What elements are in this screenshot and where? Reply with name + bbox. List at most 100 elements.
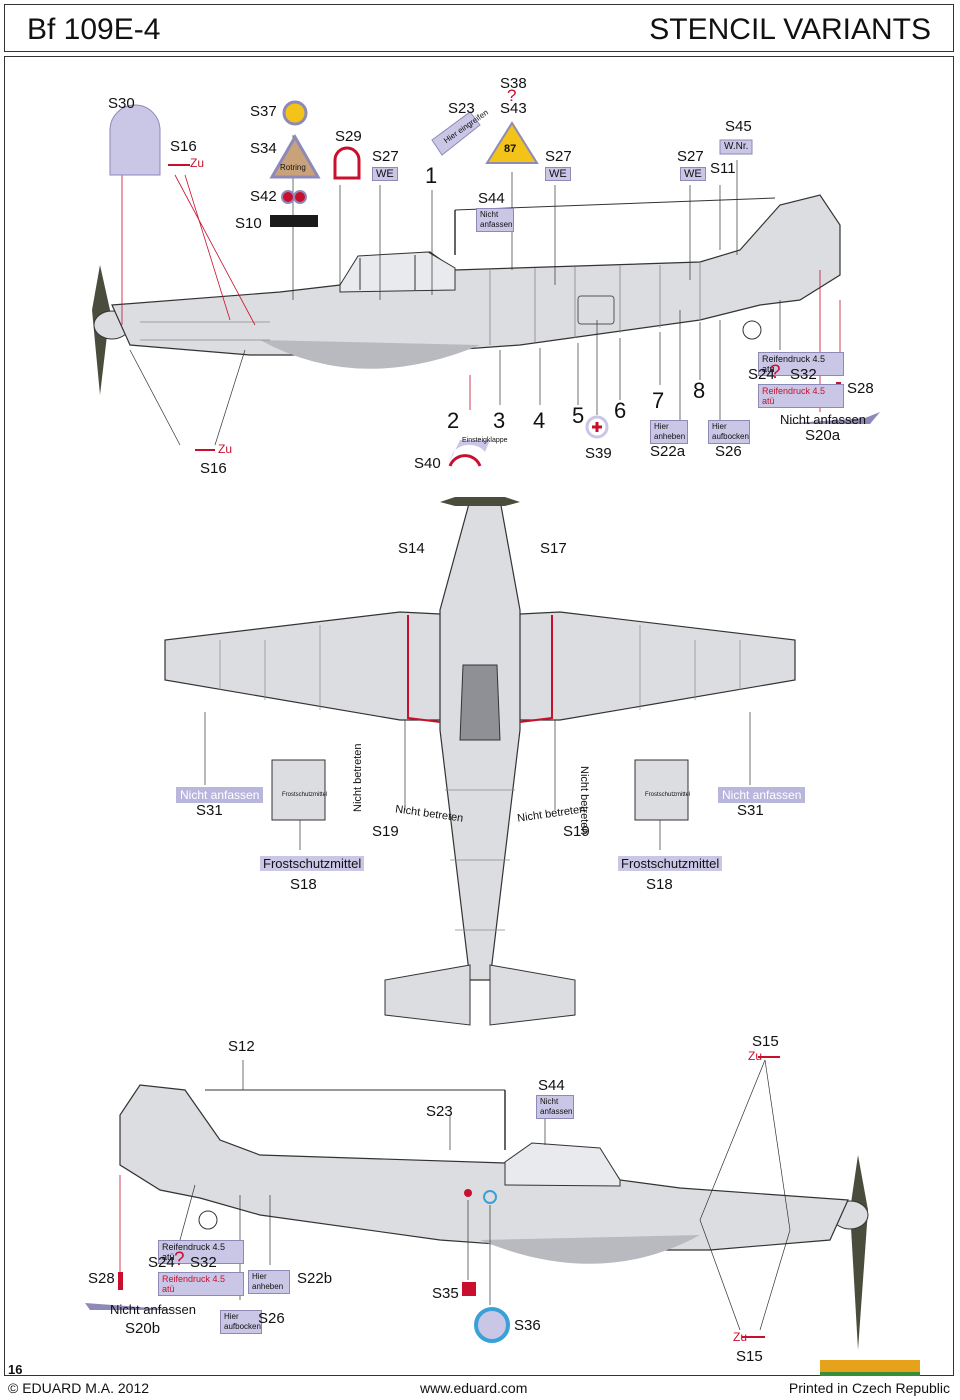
label-s20a: S20a: [805, 427, 841, 444]
label-one: 1: [425, 163, 438, 188]
label-zu-4: Zu: [733, 1330, 748, 1344]
wing-shadow-shape: [260, 340, 480, 369]
label-s24-bottom: S24: [148, 1254, 175, 1271]
label-s27-c: S27: [677, 148, 704, 165]
label-s18-left: S18: [290, 876, 317, 893]
reifendruck-chip-4: Reifendruck 4.5 atü: [158, 1272, 244, 1296]
label-s37: S37: [250, 103, 277, 120]
label-s35: S35: [432, 1285, 459, 1302]
label-s14: S14: [398, 540, 425, 557]
radiator-left-shape: [271, 759, 326, 821]
label-s26: S26: [715, 443, 742, 460]
label-s42: S42: [250, 188, 277, 205]
label-five: 5: [572, 403, 585, 428]
label-s15-bottom: S15: [736, 1348, 763, 1365]
label-s44-bottom: S44: [538, 1077, 565, 1094]
footer-website[interactable]: www.eduard.com: [420, 1380, 528, 1396]
label-s27-b: S27: [545, 148, 572, 165]
nicht-anfassen-plan-left: Nicht anfassen: [176, 787, 264, 803]
label-frostschutz-small-left: Frostschutzmittel: [282, 792, 328, 798]
label-s24: S24: [748, 366, 775, 383]
nicht-anfassen-plan-right: Nicht anfassen: [718, 787, 806, 803]
label-zu-3: Zu: [748, 1049, 763, 1063]
s20b-arrow-icon: [85, 1303, 180, 1310]
page-number: 16: [8, 1362, 23, 1377]
s20a-arrow-icon: [780, 412, 880, 424]
label-eight: 8: [693, 378, 706, 403]
s29-arch-icon: [333, 146, 361, 180]
label-s40: S40: [414, 455, 441, 472]
label-three: 3: [493, 408, 506, 433]
label-s16-top: S16: [170, 138, 197, 155]
drawing-frame: [4, 56, 954, 1376]
label-s43: S43: [500, 100, 527, 117]
label-qmark-bottom: ?: [174, 1249, 185, 1270]
label-s28: S28: [847, 380, 874, 397]
footer-printed: Printed in Czech Republic: [788, 1380, 950, 1396]
label-s30: S30: [108, 95, 135, 112]
label-87: 87: [504, 143, 517, 155]
we-chip-2: WE: [545, 167, 571, 181]
label-s12: S12: [228, 1038, 255, 1055]
s35-red-square-icon: [462, 1282, 476, 1296]
page-title: Bf 109E-4: [27, 13, 161, 46]
s36-round-icon: [474, 1307, 510, 1343]
label-frostschutz-right: Frostschutzmittel: [618, 856, 723, 871]
label-s31-right: S31: [737, 802, 764, 819]
plan-view: [164, 497, 796, 1026]
label-wnr: W.Nr.: [724, 141, 749, 152]
label-s23: S23: [448, 100, 475, 117]
label-s36: S36: [514, 1317, 541, 1334]
label-s26-bottom: S26: [258, 1310, 285, 1327]
s30-stencil-shape: [109, 104, 161, 176]
s42-dot-icon-2: [293, 190, 307, 204]
we-chip-3: WE: [680, 167, 706, 181]
label-rotring: Rotring: [280, 163, 306, 172]
label-s23-bottom: S23: [426, 1103, 453, 1120]
label-zu-1: Zu: [190, 156, 205, 170]
hier-anheben-chip-bottom: Hier anheben: [248, 1270, 290, 1294]
reifendruck-chip-1: Reifendruck 4.5 atü: [758, 352, 844, 376]
label-s17: S17: [540, 540, 567, 557]
label-s39: S39: [585, 445, 612, 462]
footer-copyright: © EDUARD M.A. 2012: [8, 1380, 150, 1396]
reifendruck-chip-2: Reifendruck 4.5 atü: [758, 384, 844, 408]
s10-data-plate-icon: [270, 215, 318, 227]
label-s44: S44: [478, 190, 505, 207]
label-qmark-top: ?: [507, 86, 517, 105]
we-chip-1: WE: [372, 167, 398, 181]
label-s19-right: S19: [563, 823, 590, 840]
label-s20b: S20b: [125, 1320, 161, 1337]
s37-yellow-circle-icon: [282, 100, 308, 126]
page-subtitle: STENCIL VARIANTS: [649, 13, 931, 46]
label-s34: S34: [250, 140, 277, 157]
label-s27-a: S27: [372, 148, 399, 165]
s34-triangle-icon: [269, 133, 321, 179]
label-s18-right: S18: [646, 876, 673, 893]
label-s45: S45: [725, 118, 752, 135]
label-two: 2: [447, 408, 460, 433]
reifendruck-chip-3: Reifendruck 4.5 atü: [158, 1240, 244, 1264]
side-view-left: [92, 194, 841, 395]
s42-dot-icon: [281, 190, 295, 204]
label-four: 4: [533, 408, 546, 433]
label-nicht-betreten-v1: Nicht betreten: [352, 743, 364, 812]
label-s29: S29: [335, 128, 362, 145]
label-frostschutz-left: Frostschutzmittel: [260, 856, 365, 871]
label-s32: S32: [790, 366, 817, 383]
hier-anheben-chip: Hier anheben: [650, 420, 688, 444]
page-header: Bf 109E-4 STENCIL VARIANTS: [4, 4, 954, 52]
nicht-anfassen-chip: Nicht anfassen: [476, 208, 514, 232]
label-s22a: S22a: [650, 443, 686, 460]
label-s28-bottom: S28: [88, 1270, 115, 1287]
label-s31-left: S31: [196, 802, 223, 819]
label-frostschutz-small-right: Frostschutzmittel: [645, 792, 691, 798]
label-s10: S10: [235, 215, 262, 232]
label-qmark-mid: ?: [770, 362, 781, 383]
hier-eingreifen-tag-shape: [431, 111, 481, 156]
label-einsteigklappe: Einsteigklappe: [462, 437, 508, 444]
hier-aufbocken-chip-bottom: Hier aufbocken: [220, 1310, 262, 1334]
label-s16-bottom: S16: [200, 460, 227, 477]
label-s22b: S22b: [297, 1270, 333, 1287]
